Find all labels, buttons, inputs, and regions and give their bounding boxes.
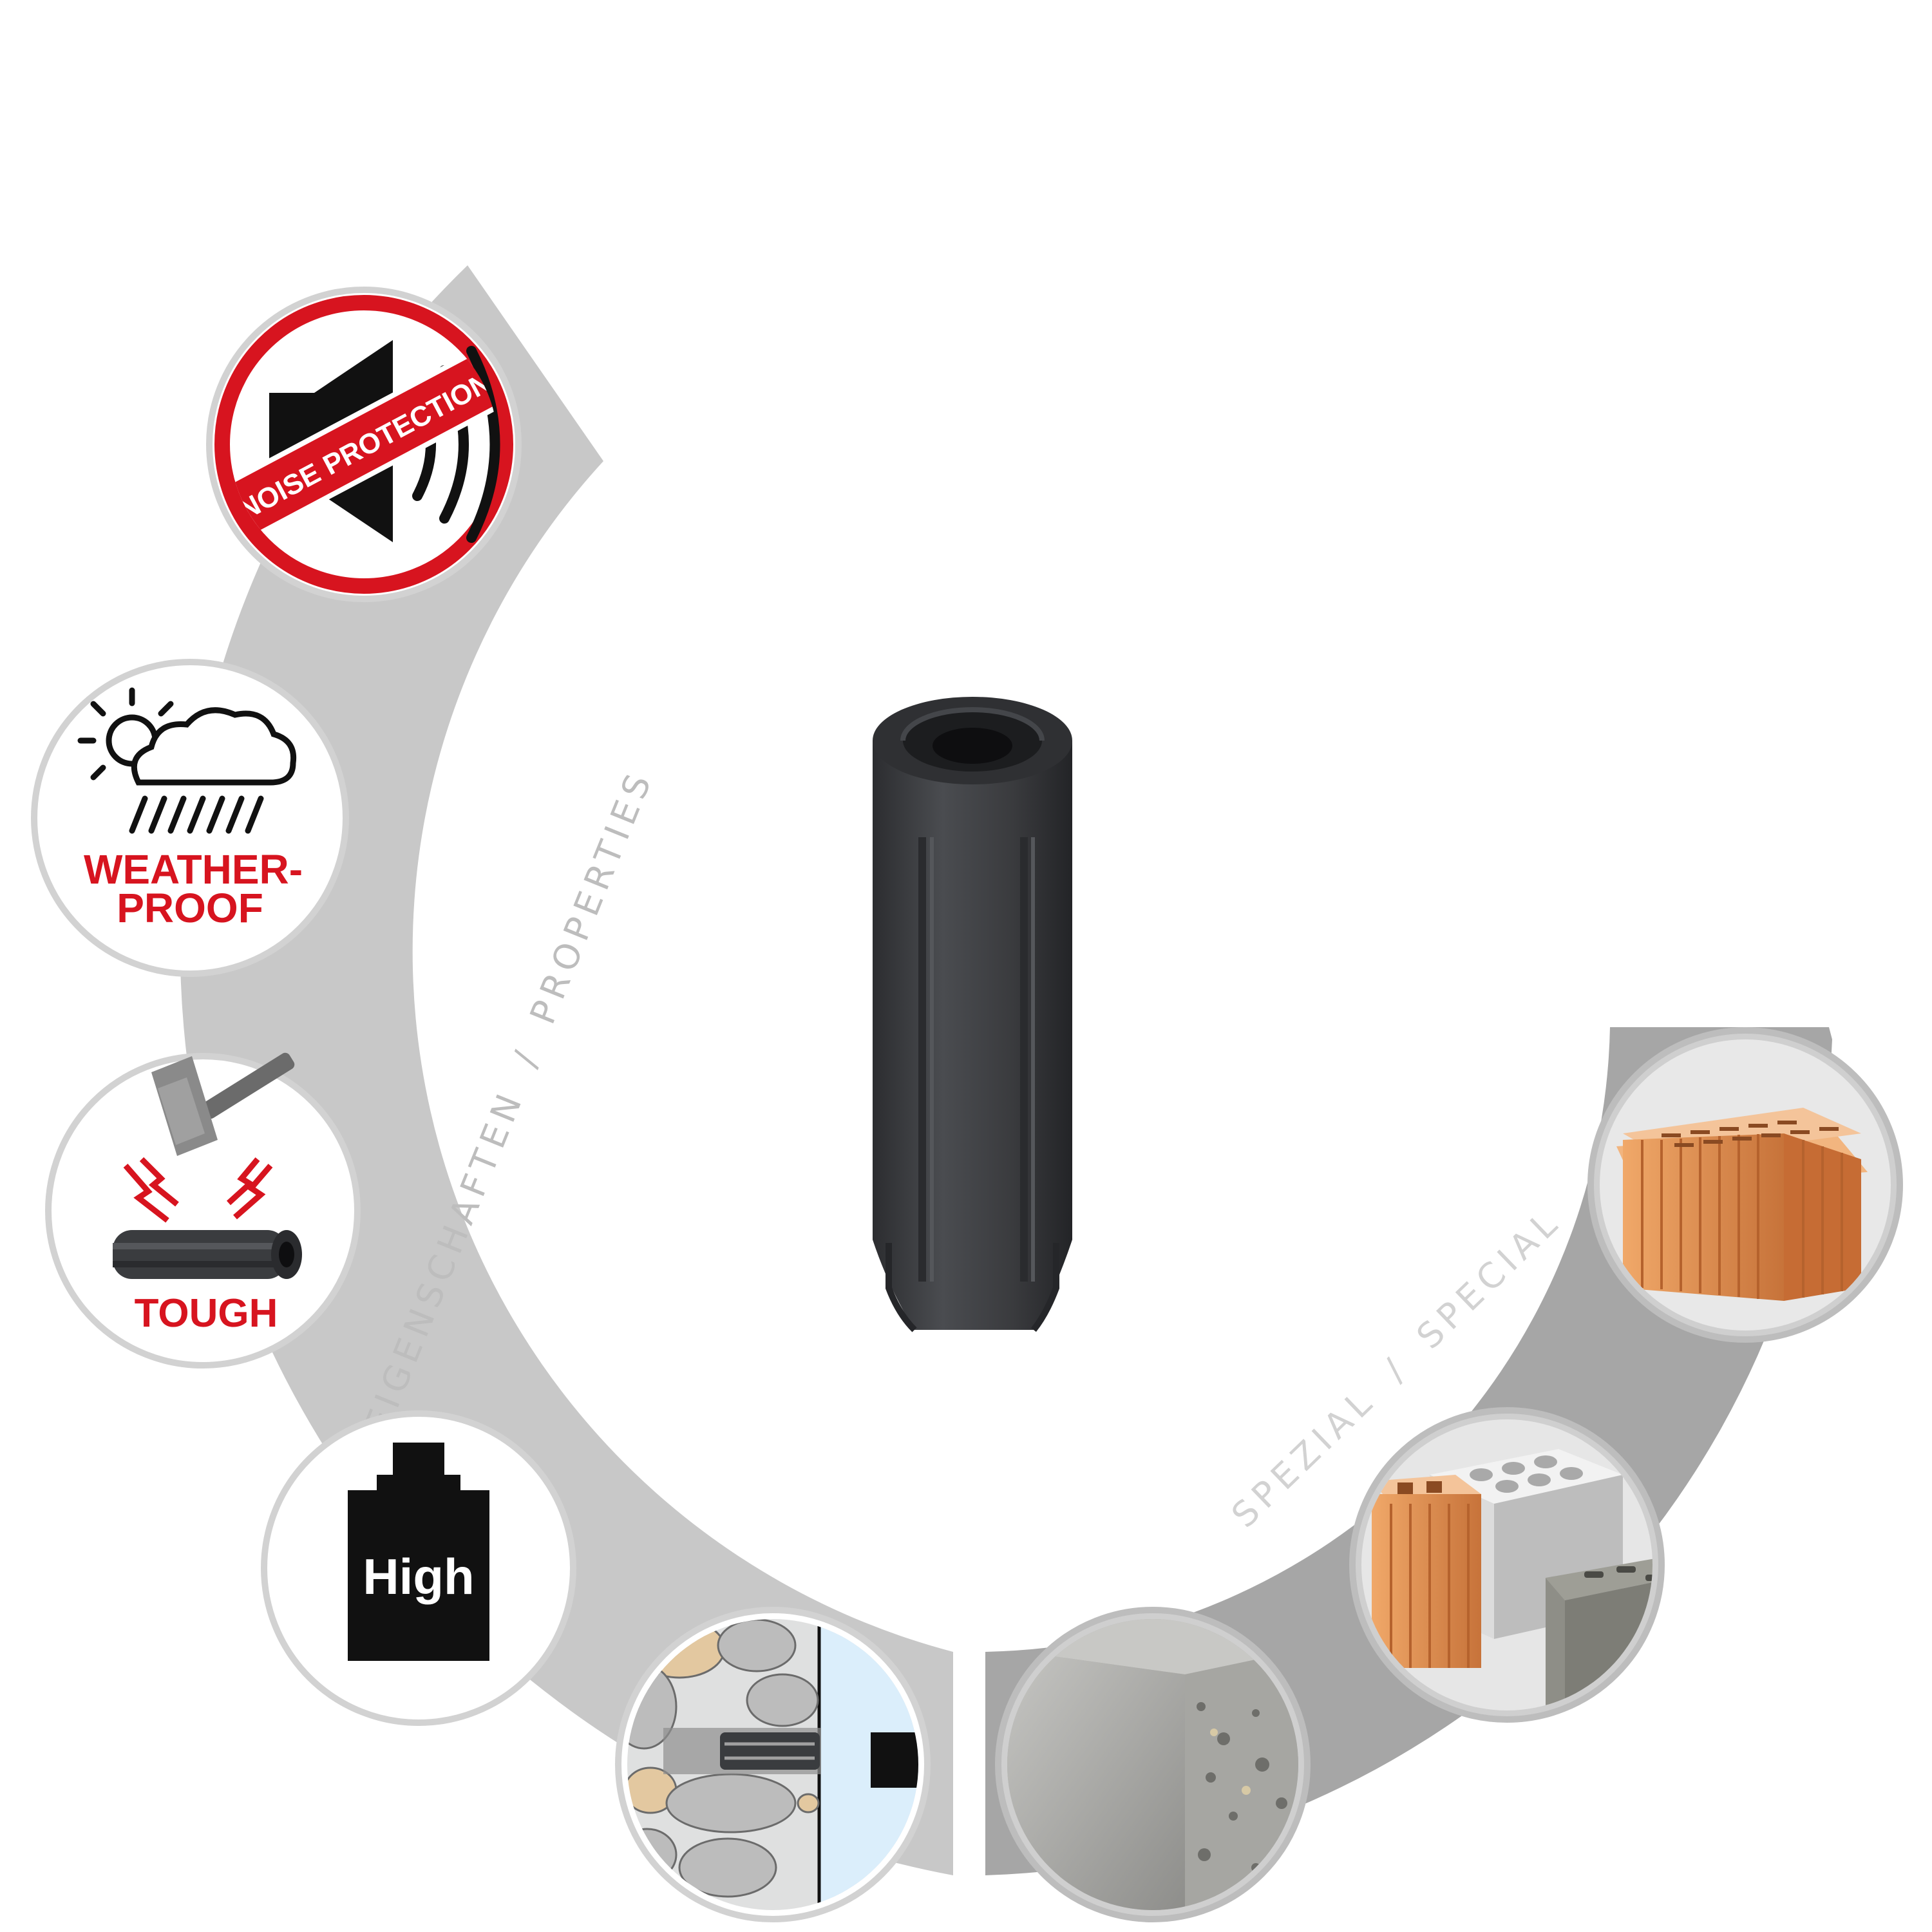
special-label-separator: /	[1376, 1347, 1416, 1388]
noise-protection-badge: NOISE PROTECTION	[206, 287, 522, 602]
properties-label-separator: /	[505, 1041, 549, 1072]
weatherproof-line1: WEATHER-	[84, 846, 303, 893]
perforated-brick-image	[1587, 1027, 1903, 1343]
weatherproof-badge: WEATHER- PROOF	[31, 659, 349, 977]
high-load-text: High	[363, 1548, 474, 1605]
plastic-anchor-image	[873, 697, 1072, 1332]
high-load-badge: High	[261, 1410, 576, 1726]
tough-badge: TOUGH	[45, 1052, 361, 1368]
mixed-masonry-image	[1349, 1407, 1665, 1723]
weatherproof-line2: PROOF	[117, 885, 263, 931]
tough-text: TOUGH	[135, 1291, 278, 1336]
sun-cloud-rain-icon	[77, 687, 297, 834]
concrete-block-image	[995, 1607, 1311, 1922]
installation-illustration	[615, 1607, 931, 1922]
hammer-impact-icon	[113, 1052, 302, 1279]
properties-label-en: PROPERTIES	[522, 764, 661, 1030]
weight-icon	[348, 1443, 489, 1661]
